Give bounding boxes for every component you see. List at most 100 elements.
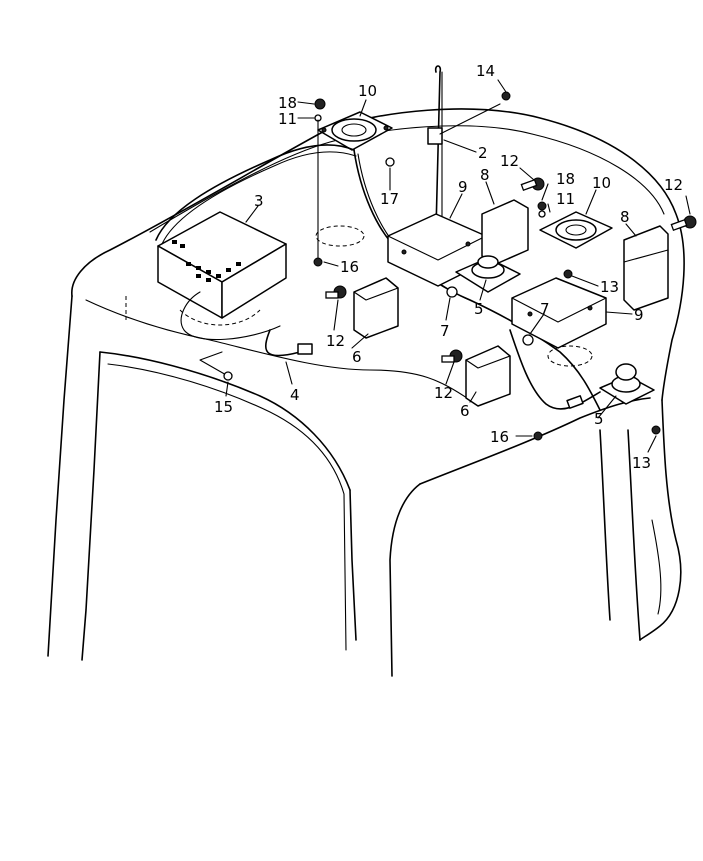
left-pillar-outer [47,295,73,657]
horn-right-cap [615,363,637,381]
speaker-left-center [341,123,367,137]
callout-label: 13 [600,278,619,296]
bracket-8-right-face [623,225,669,311]
bracket-6-left-face [353,277,399,339]
roof-front-lower [419,397,651,485]
right-pillar-inner [599,429,611,621]
bracket-6-right-edge [465,355,511,369]
right-rear-bulge [639,399,682,641]
callout-label: 18 [556,170,575,188]
leader-lines [225,79,691,453]
hidden-lines [125,225,593,367]
nut-17 [385,157,395,167]
callout-label: 5 [594,410,604,428]
callout-label: 6 [460,402,470,420]
wire-15 [199,351,229,377]
speaker-left-screw [321,127,327,133]
harness-left-arc-2 [161,151,357,245]
callout-label: 5 [474,300,484,318]
callout-label: 11 [556,190,575,208]
harness-to-4 [264,329,301,357]
callout-label: 7 [440,322,450,340]
bracket-8-left [481,199,529,265]
bracket-8-right [623,225,669,311]
radio-cable [180,291,281,341]
antenna-clamp-arm [439,103,501,135]
speaker-right [539,211,613,249]
callout-label: 12 [500,152,519,170]
bracket-6-left-edge [353,287,399,301]
callout-label: 2 [478,144,488,162]
cab-body [47,108,685,677]
bracket-9-right-body [511,277,607,349]
radio-buttons [172,240,241,282]
bracket-8-left-face [481,199,529,265]
speaker-left-screw-2 [383,125,389,131]
washer-11-right [538,210,546,218]
center-pillar-left [349,489,357,641]
harness-left-arc [155,144,355,241]
bracket-6-right-face [465,345,511,407]
wire-harness [155,144,601,411]
right-rear-inner [651,519,662,615]
horn-right-connector [566,395,584,409]
callout-label: 12 [326,332,345,350]
callout-label: 3 [254,192,264,210]
antenna-rod [434,65,442,231]
radio-unit [157,211,287,341]
nut-16-lower [533,431,543,441]
bolt-12-mid [325,285,347,299]
windshield-top [99,351,351,491]
callout-labels: 14 18 10 11 2 12 17 18 12 3 9 8 11 10 8 … [214,62,683,472]
bracket-6-right [465,345,511,407]
nut-16-left [313,257,323,267]
roof-outline [71,108,685,401]
callout-label: 11 [278,110,297,128]
callout-label: 12 [434,384,453,402]
callout-label: 6 [352,348,362,366]
bolt-12-lower [441,349,463,363]
horn-center [455,255,521,293]
callout-label: 10 [358,82,377,100]
bolt-12-top [520,177,545,192]
clip-7-right [522,334,534,346]
radio-side [221,243,287,319]
callout-label: 18 [278,94,297,112]
speaker-right-center [565,224,587,236]
nut-18-right [537,201,547,211]
callout-label: 14 [476,62,495,80]
callout-label: 15 [214,398,233,416]
center-pillar-right [389,483,421,677]
left-pillar-inner [81,351,101,661]
callout-label: 9 [634,306,644,324]
callout-label: 12 [664,176,683,194]
screw-15 [223,371,233,381]
callout-label: 8 [480,166,490,184]
nut-13-upper [563,269,573,279]
callout-label: 8 [620,208,630,226]
callout-label: 7 [540,300,550,318]
roof-rim [149,125,533,233]
callout-label: 16 [490,428,509,446]
roof-front-edge [85,299,471,401]
nut-13-lower [651,425,661,435]
callout-label: 17 [380,190,399,208]
bracket-6-left [353,277,399,339]
speaker-left [317,111,393,151]
callout-label: 4 [290,386,300,404]
callout-label: 16 [340,258,359,276]
bracket-9-right [511,277,607,349]
horn-right [566,363,655,409]
speaker-left-cone [331,118,377,142]
antenna-assembly [427,65,501,231]
clip-7-left [446,286,458,298]
bolt-12-right [670,215,697,232]
callout-label: 13 [632,454,651,472]
roof-rim-right [531,133,665,215]
windshield-glass-edge [107,363,347,651]
connector-4 [297,343,313,355]
callout-label: 10 [592,174,611,192]
hardware [223,91,697,441]
